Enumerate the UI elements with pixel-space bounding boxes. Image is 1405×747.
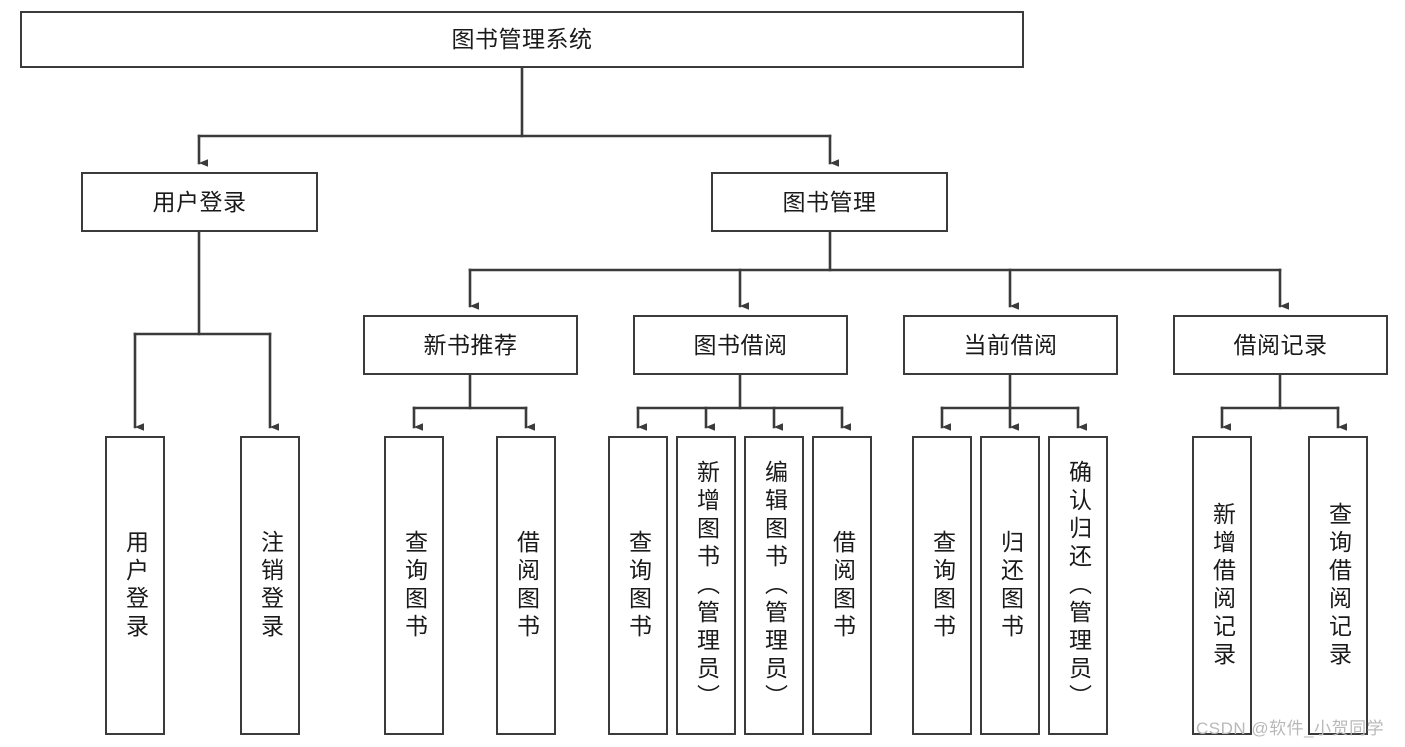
node-leaf-query-record[interactable]: 查询借阅记录 [1308, 436, 1368, 735]
node-leaf-query-book-1[interactable]: 查询图书 [384, 436, 444, 735]
node-book-manage-label: 图书管理 [782, 188, 877, 215]
node-leaf-return-book[interactable]: 归还图书 [980, 436, 1040, 735]
node-leaf-query-record-label: 查询借阅记录 [1325, 501, 1352, 670]
node-leaf-add-record-label: 新增借阅记录 [1209, 501, 1236, 670]
node-leaf-confirm-return-label: 确认归还（管理员） [1065, 459, 1092, 712]
node-leaf-add-record[interactable]: 新增借阅记录 [1192, 436, 1252, 735]
node-new-book-recommend-label: 新书推荐 [423, 331, 518, 358]
node-borrow-record[interactable]: 借阅记录 [1173, 315, 1388, 375]
node-leaf-query-book-1-label: 查询图书 [401, 529, 428, 642]
node-borrow-record-label: 借阅记录 [1233, 331, 1328, 358]
node-leaf-user-login-label: 用户登录 [122, 529, 149, 642]
node-leaf-query-book-2-label: 查询图书 [625, 529, 652, 642]
node-leaf-logout[interactable]: 注销登录 [240, 436, 300, 735]
node-root[interactable]: 图书管理系统 [20, 11, 1024, 68]
node-leaf-borrow-book-2[interactable]: 借阅图书 [812, 436, 872, 735]
node-leaf-confirm-return[interactable]: 确认归还（管理员） [1048, 436, 1108, 735]
node-leaf-return-book-label: 归还图书 [997, 529, 1024, 642]
node-new-book-recommend[interactable]: 新书推荐 [363, 315, 578, 375]
node-leaf-query-book-3-label: 查询图书 [929, 529, 956, 642]
node-book-manage[interactable]: 图书管理 [711, 172, 948, 232]
node-leaf-borrow-book-1[interactable]: 借阅图书 [496, 436, 556, 735]
node-current-borrow[interactable]: 当前借阅 [903, 315, 1118, 375]
node-leaf-query-book-3[interactable]: 查询图书 [912, 436, 972, 735]
node-leaf-borrow-book-1-label: 借阅图书 [513, 529, 540, 642]
node-current-borrow-label: 当前借阅 [963, 331, 1058, 358]
node-user-login[interactable]: 用户登录 [81, 172, 318, 232]
node-user-login-label: 用户登录 [152, 188, 247, 215]
node-leaf-query-book-2[interactable]: 查询图书 [608, 436, 668, 735]
node-book-borrow[interactable]: 图书借阅 [633, 315, 848, 375]
node-book-borrow-label: 图书借阅 [693, 331, 788, 358]
node-leaf-edit-book[interactable]: 编辑图书（管理员） [744, 436, 804, 735]
node-leaf-user-login[interactable]: 用户登录 [105, 436, 165, 735]
node-leaf-logout-label: 注销登录 [257, 529, 284, 642]
node-leaf-add-book-label: 新增图书（管理员） [693, 459, 720, 712]
node-root-label: 图书管理系统 [451, 26, 593, 53]
node-leaf-edit-book-label: 编辑图书（管理员） [761, 459, 788, 712]
node-leaf-add-book[interactable]: 新增图书（管理员） [676, 436, 736, 735]
node-leaf-borrow-book-2-label: 借阅图书 [829, 529, 856, 642]
